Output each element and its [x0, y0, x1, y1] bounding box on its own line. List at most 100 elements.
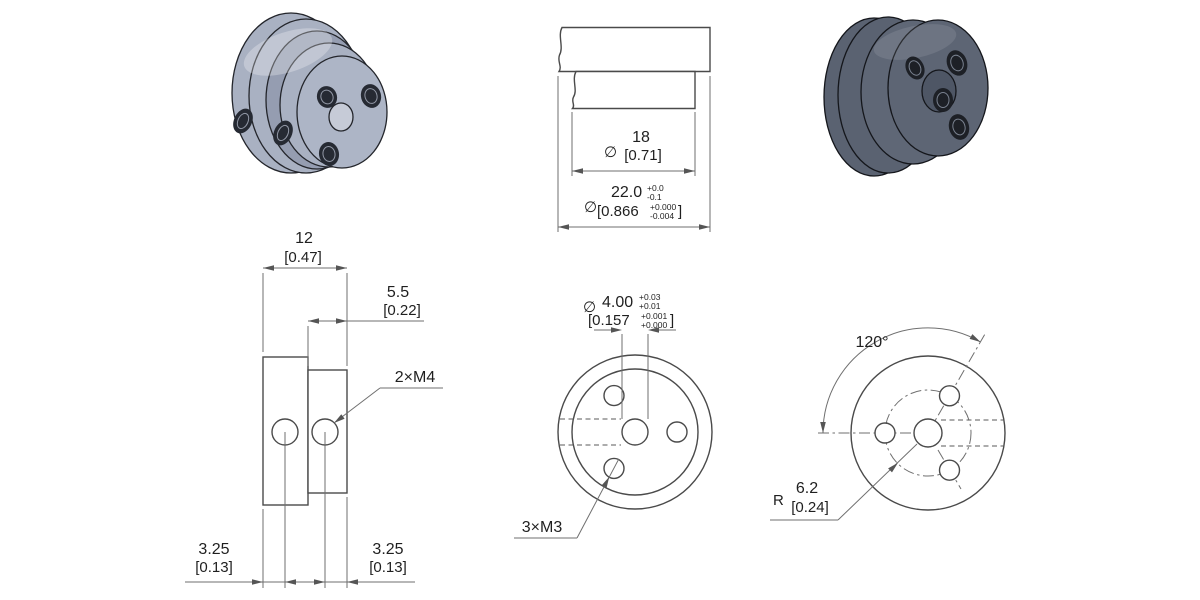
- thread-detail: [322, 146, 336, 162]
- m3-hole: [318, 142, 340, 166]
- back-view-bolt-circle: 120° R 6.2 [0.24]: [770, 327, 1006, 521]
- flange-outer-circle: [850, 355, 1006, 511]
- radius-symbol: R: [773, 492, 784, 509]
- dim-value-mm: 5.5: [387, 284, 409, 301]
- thread-label: 3×M3: [522, 519, 563, 536]
- dim-value-mm: 3.25: [372, 541, 403, 558]
- dim-value-inch: [0.157: [588, 312, 630, 329]
- m3-hole: [360, 84, 382, 108]
- arrowhead: [969, 334, 981, 342]
- specular-highlight: [873, 24, 957, 60]
- dim-value-mm: 4.00: [602, 294, 633, 311]
- dim-hub-width: 5.5 [0.22]: [308, 284, 424, 324]
- tolerance-lower-inch: -0.004: [650, 211, 674, 221]
- side-view-diameters: ∅ 18 [0.71] ∅ 22.0 +0.0 -0.1 [0.866 +0.0…: [557, 26, 711, 232]
- m3-hole: [948, 114, 970, 140]
- hub-body-circle: [571, 368, 699, 496]
- m3-hole: [316, 86, 338, 108]
- dim-hole-angle: 120°: [820, 327, 981, 434]
- tolerance-upper: +0.03: [639, 292, 661, 302]
- m3-hole: [603, 457, 625, 480]
- dim-bore-diameter: ∅ 4.00 +0.03 +0.01 [0.157 +0.001 +0.000 …: [583, 292, 676, 419]
- tolerance-upper-inch: +0.000: [650, 202, 677, 212]
- thread-label: 2×M4: [395, 369, 436, 386]
- dim-value-inch: [0.24]: [791, 499, 829, 516]
- thread-detail: [320, 89, 334, 105]
- tolerance-upper: +0.0: [647, 183, 664, 193]
- arrowhead: [263, 265, 274, 271]
- bracket-close: ]: [678, 203, 682, 220]
- thread-detail: [364, 88, 378, 104]
- flange-outer-circle: [557, 354, 713, 510]
- dim-value-inch: [0.866: [597, 203, 639, 220]
- center-bore-circle: [913, 418, 943, 448]
- arrowhead: [285, 579, 296, 585]
- bolt-circle-centerline: [884, 389, 972, 477]
- thread-detail: [236, 112, 250, 130]
- front-view-bore: ∅ 4.00 +0.03 +0.01 [0.157 +0.001 +0.000 …: [514, 292, 713, 539]
- arrowhead: [611, 327, 622, 333]
- leader-line: [837, 443, 918, 521]
- center-bore: [328, 102, 354, 132]
- arrowhead: [888, 462, 898, 473]
- dim-overall-width: 12 [0.47]: [263, 230, 347, 271]
- iso-view-front-left: [231, 12, 388, 174]
- leader-line: [576, 458, 620, 539]
- dim-setscrew-offsets: 3.25 [0.13] 3.25 [0.13]: [185, 541, 415, 585]
- thread-detail: [908, 60, 922, 76]
- dim-hub-diameter: ∅ 18 [0.71]: [572, 129, 695, 174]
- side-view-widths: 12 [0.47] 5.5 [0.22] 2×M4 3.: [185, 230, 443, 588]
- dim-value-inch: [0.71]: [624, 147, 662, 164]
- arrowhead: [308, 318, 319, 324]
- arrowhead: [684, 168, 695, 174]
- dim-value-mm: 18: [632, 129, 650, 146]
- tolerance-lower-inch: +0.000: [641, 320, 668, 330]
- mounting-hole: [938, 459, 961, 481]
- dim-value-mm: 3.25: [198, 541, 229, 558]
- m3-hole: [666, 421, 688, 443]
- arrowhead: [252, 579, 263, 585]
- arrowhead: [336, 318, 347, 324]
- dim-value-inch: [0.13]: [195, 559, 233, 576]
- dim-value-inch: [0.47]: [284, 249, 322, 266]
- arrowhead: [699, 224, 710, 230]
- hub-body-outline: [570, 70, 696, 110]
- diameter-symbol: ∅: [584, 199, 597, 216]
- arrowhead: [558, 224, 569, 230]
- flange-outline: [557, 26, 711, 73]
- tolerance-lower: +0.01: [639, 301, 661, 311]
- dim-flange-diameter: ∅ 22.0 +0.0 -0.1 [0.866 +0.000 -0.004 ]: [558, 183, 710, 230]
- arrowhead: [572, 168, 583, 174]
- m3-hole: [603, 384, 625, 407]
- center-bore: [933, 88, 953, 112]
- thread-detail: [950, 54, 964, 72]
- dim-value-inch: [0.22]: [383, 302, 421, 319]
- thread-detail: [276, 124, 290, 142]
- specular-highlight: [243, 28, 333, 76]
- arrowhead: [648, 327, 659, 333]
- dim-value-mm: 22.0: [611, 184, 642, 201]
- mounting-hole: [874, 422, 896, 444]
- arrowhead: [336, 265, 347, 271]
- dim-bolt-circle-radius: R 6.2 [0.24]: [770, 443, 918, 521]
- mounting-hole: [938, 385, 961, 407]
- center-bore-circle: [621, 418, 649, 446]
- arrowhead: [820, 422, 826, 433]
- bracket-close: ]: [670, 312, 674, 329]
- diameter-symbol: ∅: [583, 299, 596, 316]
- thread-detail: [936, 92, 950, 108]
- radial-centerline-60deg: [927, 333, 986, 434]
- dim-value-mm: 6.2: [796, 480, 818, 497]
- arrowhead: [347, 579, 358, 585]
- dim-value-inch: [0.13]: [369, 559, 407, 576]
- angle-value: 120°: [855, 334, 888, 351]
- tolerance-upper-inch: +0.001: [641, 311, 668, 321]
- tolerance-lower: -0.1: [647, 192, 662, 202]
- arrowhead: [601, 476, 610, 488]
- thread-detail: [952, 118, 966, 136]
- callout-mounting-thread: 3×M3: [514, 458, 620, 539]
- diameter-symbol: ∅: [604, 144, 617, 161]
- angle-arc: [822, 327, 981, 434]
